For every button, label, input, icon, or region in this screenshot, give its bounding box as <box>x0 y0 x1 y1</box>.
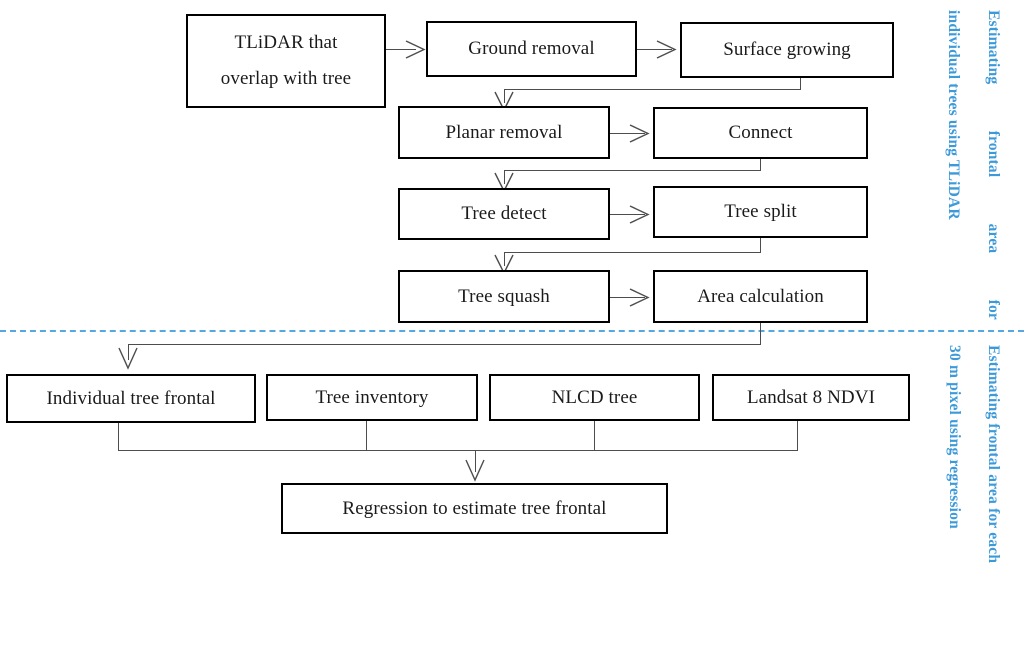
node-label: Tree inventory <box>315 386 429 408</box>
edge-merge-bus <box>118 450 798 451</box>
node-landsat8-ndvi: Landsat 8 NDVI <box>712 374 910 421</box>
edge-individual-drop <box>118 423 119 450</box>
arrowhead-right <box>628 287 652 309</box>
caption-lower-line2: 30 m pixel using regression <box>945 345 963 635</box>
node-label: Landsat 8 NDVI <box>746 386 876 408</box>
edge-ground-to-surface <box>637 49 672 50</box>
node-ground-removal: Ground removal <box>426 21 637 77</box>
edge-split-across <box>504 252 761 253</box>
node-label: NLCD tree <box>551 386 638 408</box>
node-planar-removal: Planar removal <box>398 106 610 159</box>
node-area-calculation: Area calculation <box>653 270 868 323</box>
caption-upper-line2: individual trees using TLiDAR <box>944 10 962 335</box>
edge-bus-to-regression <box>475 450 476 472</box>
edge-tlidar-to-ground <box>386 49 416 50</box>
node-label: Surface growing <box>723 39 851 61</box>
node-individual-tree-frontal: Individual tree frontal <box>6 374 256 423</box>
node-label: Connect <box>728 122 793 144</box>
caption-upper-line1: Estimating frontal area for <box>984 10 1002 320</box>
edge-into-planar <box>504 89 505 103</box>
node-tree-detect: Tree detect <box>398 188 610 240</box>
node-label: Individual tree frontal <box>46 387 216 409</box>
caption-text: 30 m pixel using regression <box>946 345 963 529</box>
arrowhead-down <box>464 458 486 484</box>
caption-lower-line1: Estimating frontal area for each <box>984 345 1002 645</box>
node-label-line2: overlap with tree <box>220 68 352 89</box>
edge-detect-to-split <box>610 214 645 215</box>
edge-area-across <box>128 344 761 345</box>
node-surface-growing: Surface growing <box>680 22 894 78</box>
node-label: Planar removal <box>445 121 563 143</box>
edge-area-down <box>760 323 761 344</box>
node-nlcd-tree: NLCD tree <box>489 374 700 421</box>
arrowhead-right <box>404 39 428 61</box>
node-label: Ground removal <box>468 38 595 60</box>
node-label: Regression to estimate tree frontal <box>342 497 607 519</box>
section-divider <box>0 330 1024 332</box>
caption-text: individual trees using TLiDAR <box>945 10 962 220</box>
edge-into-individual-tree <box>128 344 129 360</box>
node-tlidar-overlap: TLiDAR that overlap with tree <box>186 14 386 108</box>
node-label: Tree split <box>724 201 797 223</box>
node-label: Area calculation <box>697 285 824 307</box>
node-label: Tree squash <box>458 285 550 307</box>
edge-planar-to-connect <box>610 133 645 134</box>
edge-surface-across <box>504 89 801 90</box>
node-tree-split: Tree split <box>653 186 868 238</box>
edge-into-tree-detect <box>504 170 505 184</box>
node-label: Tree detect <box>461 203 547 225</box>
caption-text: Estimating frontal area for each <box>985 345 1002 564</box>
edge-into-tree-squash <box>504 252 505 266</box>
node-tree-inventory: Tree inventory <box>266 374 478 421</box>
edge-connect-across <box>504 170 761 171</box>
edge-nlcd-drop <box>594 421 595 450</box>
edge-surface-down <box>800 78 801 89</box>
arrowhead-right <box>628 204 652 226</box>
edge-connect-down <box>760 159 761 170</box>
arrowhead-right <box>655 39 679 61</box>
node-label-line1: TLiDAR that <box>234 31 338 53</box>
arrowhead-down <box>117 346 139 372</box>
arrowhead-right <box>628 123 652 145</box>
node-connect: Connect <box>653 107 868 159</box>
node-tree-squash: Tree squash <box>398 270 610 323</box>
edge-split-down <box>760 238 761 252</box>
edge-landsat-drop <box>797 421 798 450</box>
node-regression: Regression to estimate tree frontal <box>281 483 668 534</box>
caption-text: Estimating frontal area for <box>985 10 1002 320</box>
edge-inventory-drop <box>366 421 367 450</box>
edge-squash-to-area <box>610 297 645 298</box>
